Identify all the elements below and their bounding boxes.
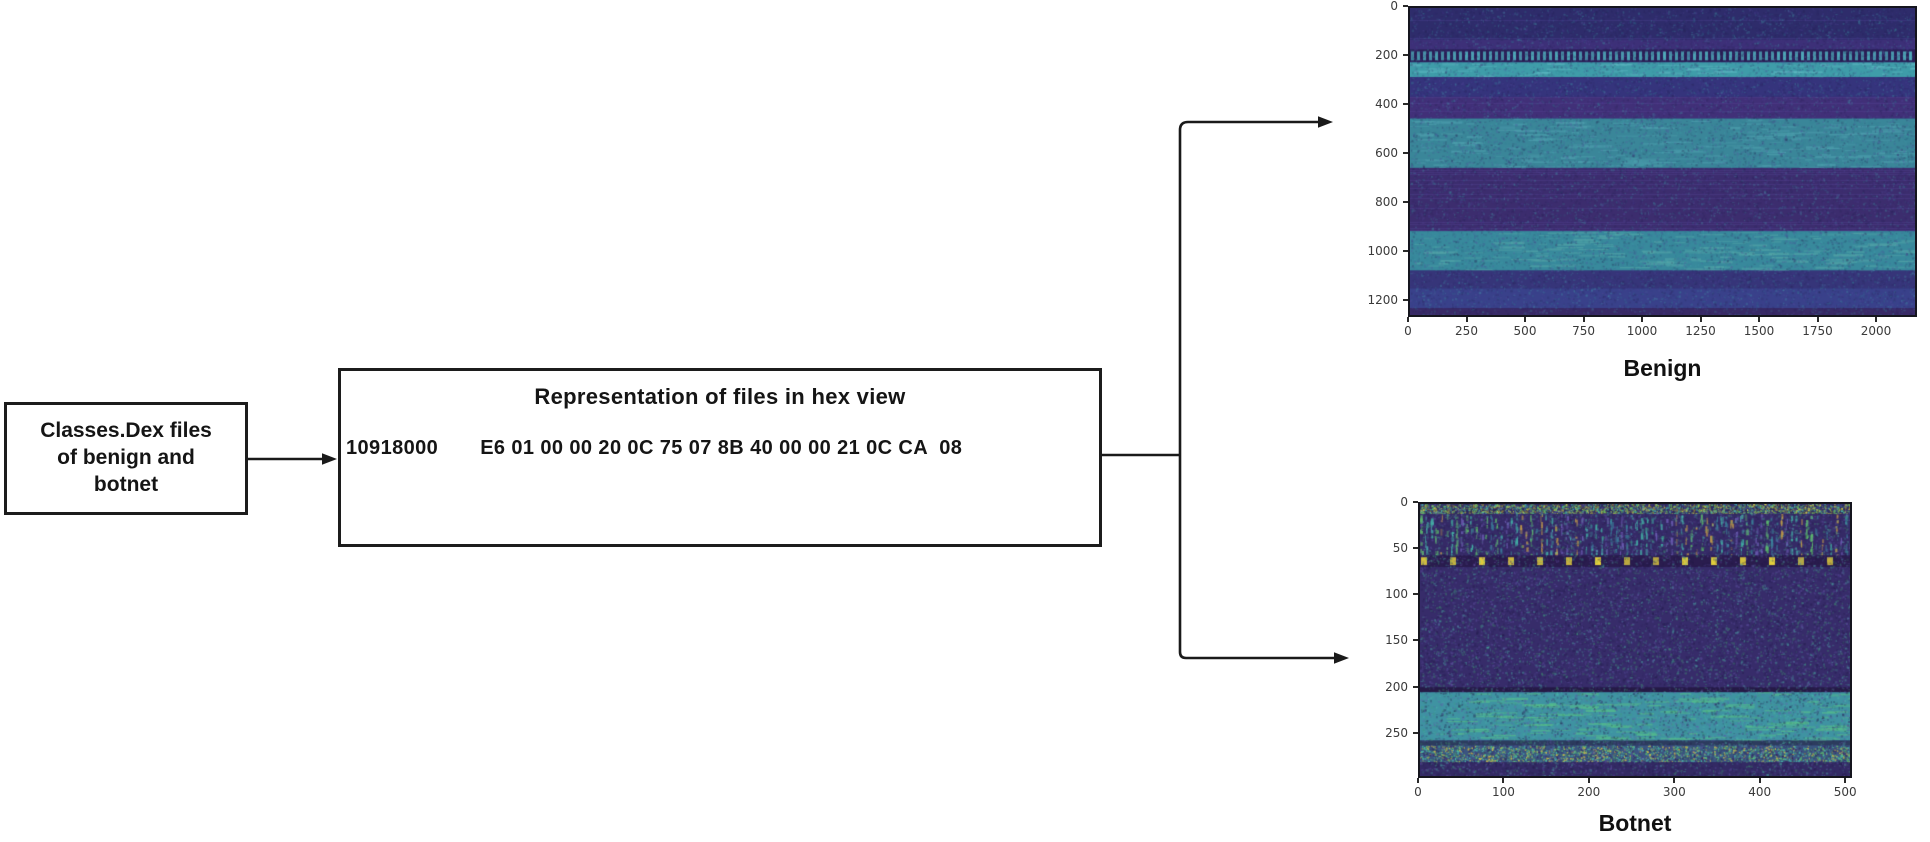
benign-y-tick-mark bbox=[1403, 102, 1408, 105]
botnet-y-tick-mark bbox=[1413, 639, 1418, 642]
botnet-y-tick-label: 0 bbox=[1400, 495, 1408, 509]
botnet-y-tick-mark bbox=[1413, 501, 1418, 503]
botnet-x-tick-label: 300 bbox=[1662, 785, 1686, 799]
hex-view-title: Representation of files in hex view bbox=[534, 384, 906, 409]
hex-row: 10918000 E6 01 00 00 20 0C 75 07 8B 40 0… bbox=[341, 437, 1099, 460]
benign-y-tick-label: 1000 bbox=[1367, 243, 1398, 258]
branch-to-benign bbox=[1178, 120, 1318, 455]
benign-x-tick-mark bbox=[1524, 317, 1526, 322]
botnet-x-tick-mark bbox=[1502, 778, 1505, 783]
benign-y-tick-label: 400 bbox=[1375, 96, 1398, 111]
botnet-x-tick-label: 0 bbox=[1414, 785, 1422, 799]
botnet-x-tick-mark bbox=[1417, 778, 1419, 783]
botnet-y-tick-mark bbox=[1413, 547, 1418, 550]
benign-heatmap-image bbox=[1410, 8, 1915, 315]
benign-x-tick-mark bbox=[1582, 317, 1585, 322]
botnet-y-tick-mark bbox=[1413, 593, 1418, 596]
arrowhead-botnet bbox=[1334, 652, 1349, 664]
benign-x-tick-mark bbox=[1758, 317, 1761, 322]
hex-view-box: Representation of files in hex view 1091… bbox=[338, 368, 1102, 547]
benign-x-tick-label: 0 bbox=[1404, 324, 1412, 338]
benign-caption: Benign bbox=[1623, 355, 1702, 381]
benign-y-tick-label: 600 bbox=[1375, 145, 1398, 160]
benign-y-tick-label: 0 bbox=[1390, 0, 1398, 13]
botnet-y-tick-label: 150 bbox=[1385, 633, 1408, 648]
source-files-line-1: Classes.Dex files bbox=[40, 419, 212, 443]
botnet-x-tick-label: 400 bbox=[1748, 785, 1772, 799]
botnet-x-tick-mark bbox=[1587, 778, 1590, 783]
benign-x-tick-mark bbox=[1641, 317, 1644, 322]
botnet-heatmap-image bbox=[1420, 504, 1850, 776]
branch-to-botnet bbox=[1178, 455, 1334, 660]
source-files-line-3: botnet bbox=[93, 472, 159, 496]
benign-x-tick-mark bbox=[1875, 317, 1878, 322]
hex-bytes: E6 01 00 00 20 0C 75 07 8B 40 00 00 21 0… bbox=[480, 437, 963, 459]
benign-x-tick-label: 1250 bbox=[1685, 324, 1716, 338]
benign-y-tick-label: 800 bbox=[1375, 194, 1398, 209]
botnet-y-tick-label: 100 bbox=[1385, 587, 1408, 602]
botnet-y-tick-label: 50 bbox=[1392, 541, 1408, 556]
benign-x-tick-label: 500 bbox=[1513, 324, 1537, 338]
arrowhead-hex bbox=[322, 453, 337, 465]
benign-x-tick-mark bbox=[1465, 317, 1468, 322]
benign-x-tick-label: 2000 bbox=[1860, 324, 1892, 338]
benign-x-tick-mark bbox=[1407, 317, 1409, 322]
benign-x-tick-label: 1500 bbox=[1743, 324, 1775, 338]
benign-y-tick-mark bbox=[1403, 298, 1408, 301]
benign-y-tick-mark bbox=[1403, 249, 1408, 252]
benign-x-tick-mark bbox=[1816, 317, 1819, 322]
benign-y-tick-label: 1200 bbox=[1367, 292, 1398, 307]
benign-x-tick-mark bbox=[1699, 317, 1702, 322]
botnet-y-tick-mark bbox=[1413, 731, 1418, 734]
botnet-x-tick-mark bbox=[1758, 778, 1761, 783]
benign-y-tick-mark bbox=[1403, 151, 1408, 154]
benign-heatmap bbox=[1408, 6, 1917, 317]
botnet-x-tick-mark bbox=[1673, 778, 1676, 783]
botnet-y-tick-mark bbox=[1413, 685, 1418, 688]
benign-y-tick-mark bbox=[1403, 5, 1408, 7]
hex-offset: 10918000 bbox=[346, 437, 439, 459]
benign-y-tick-mark bbox=[1403, 200, 1408, 203]
botnet-x-tick-mark bbox=[1844, 778, 1847, 783]
benign-y-tick-mark bbox=[1403, 53, 1408, 56]
source-files-box: Classes.Dex files of benign and botnet bbox=[4, 402, 248, 515]
benign-x-tick-label: 750 bbox=[1572, 324, 1595, 338]
botnet-x-tick-label: 500 bbox=[1833, 785, 1857, 799]
botnet-heatmap bbox=[1418, 502, 1852, 778]
benign-y-tick-label: 200 bbox=[1375, 47, 1398, 62]
benign-x-tick-label: 1750 bbox=[1802, 324, 1833, 338]
benign-x-tick-label: 250 bbox=[1455, 324, 1478, 338]
botnet-x-tick-label: 200 bbox=[1577, 785, 1601, 799]
arrowhead-benign bbox=[1318, 116, 1333, 128]
botnet-y-tick-label: 250 bbox=[1385, 725, 1408, 740]
botnet-y-tick-label: 200 bbox=[1385, 679, 1408, 694]
source-files-line-2: of benign and bbox=[57, 446, 195, 470]
botnet-caption: Botnet bbox=[1598, 810, 1672, 836]
benign-x-tick-label: 1000 bbox=[1626, 324, 1658, 338]
botnet-x-tick-label: 100 bbox=[1491, 785, 1515, 799]
